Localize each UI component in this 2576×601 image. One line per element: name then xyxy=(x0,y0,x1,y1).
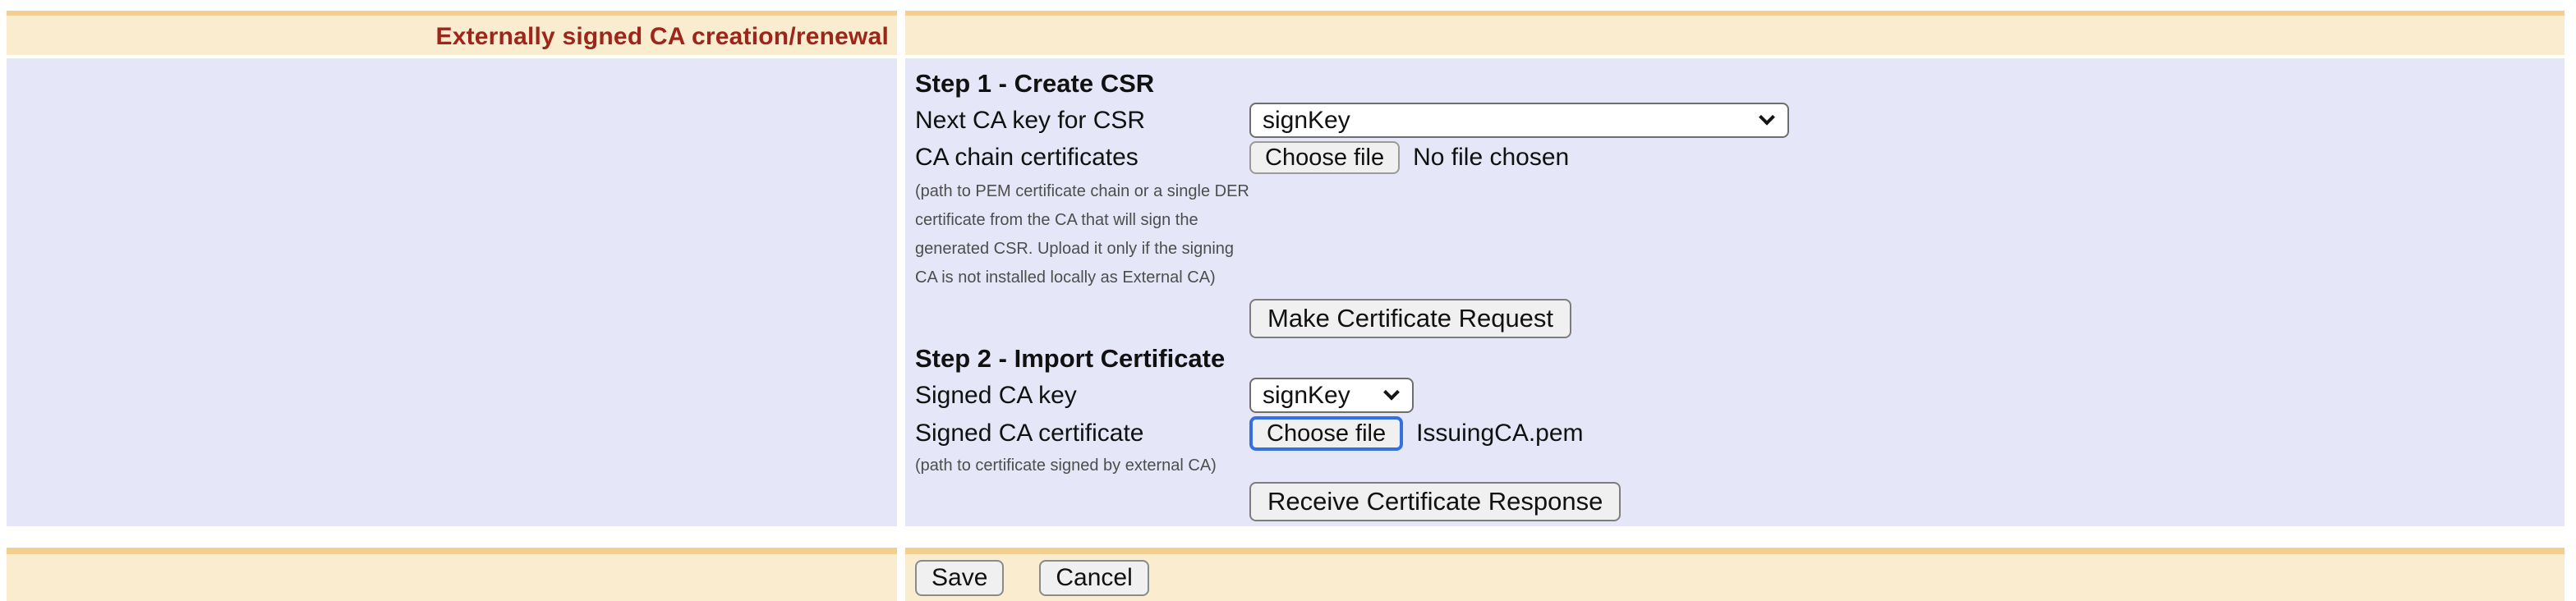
ca-chain-help: (path to PEM certificate chain or a sing… xyxy=(915,177,2564,292)
chevron-down-icon xyxy=(1383,383,1400,401)
signed-ca-cert-file-name: IssuingCA.pem xyxy=(1416,420,1584,447)
signed-ca-cert-help: (path to certificate signed by external … xyxy=(915,456,1217,475)
ca-chain-choose-file-button[interactable]: Choose file xyxy=(1249,141,1401,174)
footer-row: Save Cancel xyxy=(7,548,2564,601)
content-form-cell: Step 1 - Create CSR Next CA key for CSR … xyxy=(905,58,2564,526)
ca-chain-help-line: certificate from the CA that will sign t… xyxy=(915,211,1198,229)
header-right-cell xyxy=(905,11,2564,55)
ca-chain-help-line: generated CSR. Upload it only if the sig… xyxy=(915,240,1235,258)
header-left-cell: Externally signed CA creation/renewal xyxy=(7,11,897,55)
step2-title: Step 2 - Import Certificate xyxy=(915,344,1226,373)
ca-chain-help-line: (path to PEM certificate chain or a sing… xyxy=(915,182,1249,200)
signed-ca-cert-row: Signed CA certificate Choose file Issuin… xyxy=(915,416,2564,451)
chevron-down-icon xyxy=(1759,108,1775,126)
signed-ca-cert-choose-file-button[interactable]: Choose file xyxy=(1249,416,1404,451)
content-row: Step 1 - Create CSR Next CA key for CSR … xyxy=(7,58,2564,526)
ca-chain-row: CA chain certificates Choose file No fil… xyxy=(915,141,2564,174)
content-left-cell xyxy=(7,58,897,526)
signed-ca-key-row: Signed CA key signKey xyxy=(915,378,2564,413)
ca-chain-help-line: CA is not installed locally as External … xyxy=(915,268,1216,287)
cancel-button[interactable]: Cancel xyxy=(1039,560,1149,596)
footer-left-cell xyxy=(7,548,897,601)
page: Externally signed CA creation/renewal St… xyxy=(7,11,2564,601)
ca-chain-label: CA chain certificates xyxy=(915,144,1138,171)
make-certificate-request-button[interactable]: Make Certificate Request xyxy=(1249,299,1572,338)
signed-ca-cert-label: Signed CA certificate xyxy=(915,420,1144,447)
signed-ca-key-label: Signed CA key xyxy=(915,381,1077,409)
signed-ca-key-select[interactable]: signKey xyxy=(1249,378,1414,413)
receive-certificate-response-button[interactable]: Receive Certificate Response xyxy=(1249,482,1622,521)
next-ca-key-select[interactable]: signKey xyxy=(1249,103,1789,138)
footer-buttons-cell: Save Cancel xyxy=(905,548,2564,601)
next-ca-key-selected-value: signKey xyxy=(1263,106,1350,134)
next-ca-key-label: Next CA key for CSR xyxy=(915,106,1146,134)
signed-ca-key-selected-value: signKey xyxy=(1263,381,1350,409)
next-ca-key-row: Next CA key for CSR signKey xyxy=(915,103,2564,138)
ca-chain-file-status: No file chosen xyxy=(1413,144,1570,171)
step1-title: Step 1 - Create CSR xyxy=(915,69,1155,98)
save-button[interactable]: Save xyxy=(915,560,1005,596)
header-row: Externally signed CA creation/renewal xyxy=(7,11,2564,55)
page-title: Externally signed CA creation/renewal xyxy=(435,23,889,50)
